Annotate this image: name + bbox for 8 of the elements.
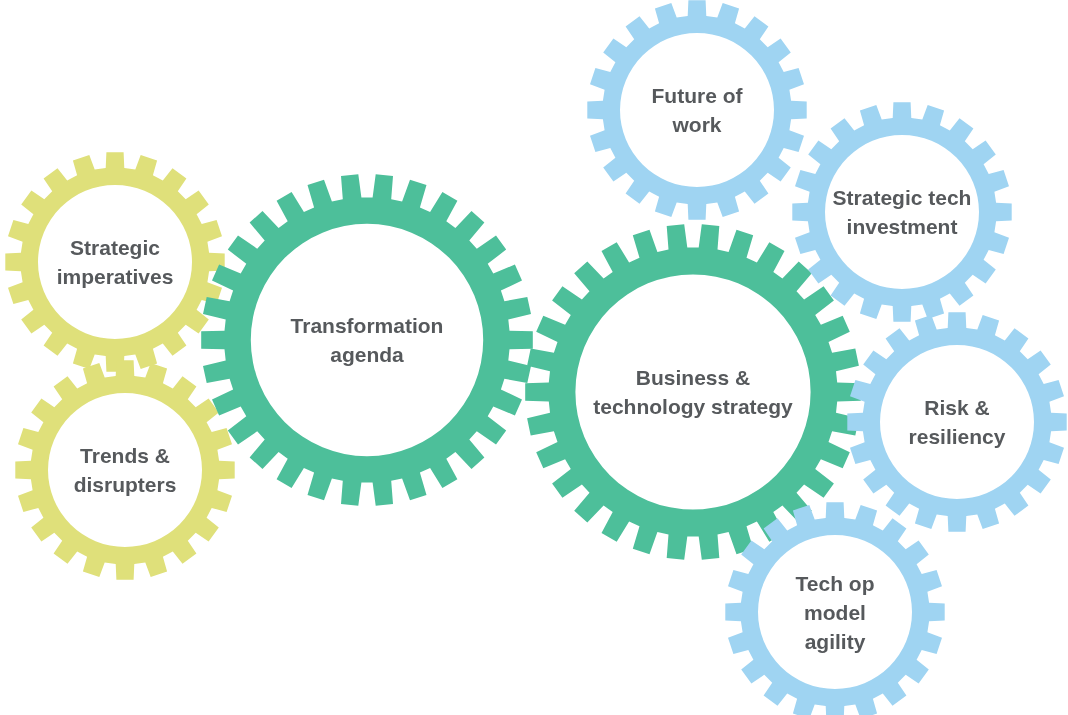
gear-label: Tech op model agility (794, 570, 876, 655)
gear-label: Risk & resiliency (907, 395, 1007, 450)
gear-label: Future of work (650, 83, 744, 138)
gear-label: Trends & disrupters (72, 443, 178, 498)
gear-label: Business & technology strategy (592, 365, 794, 420)
gear-label: Strategic imperatives (55, 235, 175, 290)
gear-label: Strategic tech investment (831, 185, 973, 240)
gear-label: Transformation agenda (289, 313, 445, 368)
